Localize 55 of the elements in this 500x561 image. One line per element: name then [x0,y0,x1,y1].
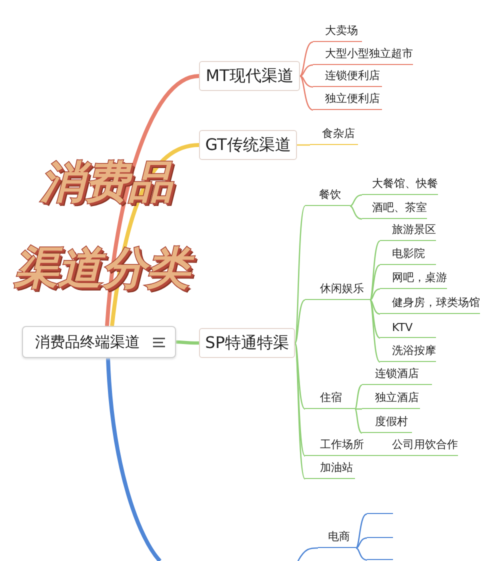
connector-line [350,194,362,207]
topic-box: SP特通特渠 [199,328,295,358]
subtopic-label: 连锁便利店 [313,67,382,87]
subtopic-label: 电影院 [380,245,436,265]
subtopic-label: 酒吧、茶室 [362,199,427,219]
connector-line [370,299,380,315]
connector-line [105,74,200,326]
subtopic-label: 工作场所 [305,436,375,456]
connector-line [356,547,368,561]
connector-line [369,300,380,363]
subtopic-label: KTV [380,318,436,338]
connector-line [300,75,314,88]
connector-line [300,41,314,77]
connector-line [369,240,380,300]
connector-line [106,358,162,561]
connector-line [300,64,314,77]
connector-line [370,288,380,301]
connector-line [294,342,306,456]
topic-box: GT传统渠道 [199,130,297,160]
connector-line [294,342,306,410]
connector-line [356,537,368,549]
subtopic-label: 连锁酒店 [362,365,432,385]
connector-line [294,299,306,344]
subtopic-label: 度假村 [362,413,412,433]
connector-line [356,513,368,548]
subtopic-label: 电商 [318,528,356,548]
subtopic-label: 独立便利店 [313,90,382,110]
connector-line [297,547,318,561]
subtopic-label: 休闲娱乐 [305,280,370,300]
topic-text: 消费品终端渠道 [35,332,140,352]
connector-line [294,206,306,344]
subtopic-label: 大型小型独立超市 [313,45,413,65]
subtopic-label: 食杂店 [310,125,358,145]
connector-line [297,144,310,146]
subtopic-label: 大餐馆、快餐 [362,175,438,195]
subtopic-label: 洗浴按摩 [380,342,436,362]
connector-line [370,300,380,339]
connector-line [350,205,362,220]
subtopic-label: 住宿 [305,389,355,409]
central-topic-box [22,326,176,358]
subtopic-label: 独立酒店 [362,389,420,409]
subtopic-label: 网吧，桌游 [380,269,447,289]
connector-line [354,384,362,410]
subtopic-label: 旅游景区 [380,221,436,241]
topic-box: MT现代渠道 [199,61,300,91]
subtopic-label: 健身房，球类场馆 [380,294,480,314]
connector-line [354,408,362,434]
subtopic-label: 加油站 [305,459,355,479]
connector-line [355,408,362,410]
connector-line [176,340,200,345]
subtopic-label: 公司用饮合作 [375,436,458,456]
subtopic-label: 大卖场 [313,22,362,42]
connector-line [370,264,380,300]
subtopic-label: 餐饮 [305,186,350,206]
connector-line [300,75,314,111]
